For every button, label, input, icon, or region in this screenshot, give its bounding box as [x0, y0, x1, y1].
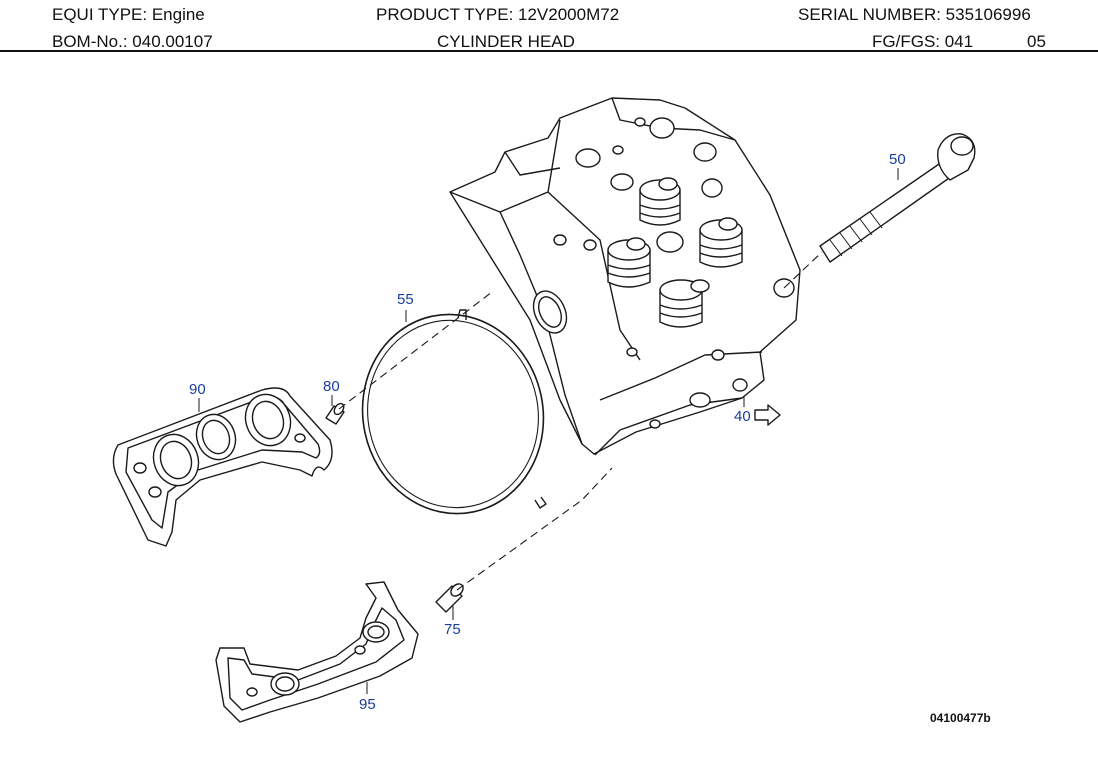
- cover-plate-lower-part: [215, 581, 419, 723]
- bom-number-label: BOM-No.: 040.00107: [52, 32, 213, 51]
- callout-90: 90: [189, 381, 206, 398]
- callout-80: 80: [323, 378, 340, 395]
- fg-page-number: 05: [1027, 32, 1046, 51]
- drawing-code: 04100477b: [930, 711, 991, 725]
- product-type-label: PRODUCT TYPE: 12V2000M72: [376, 5, 620, 24]
- cover-plate-upper-part: [112, 387, 333, 547]
- callout-50: 50: [889, 151, 906, 168]
- page-title: CYLINDER HEAD: [437, 32, 575, 51]
- dowel-pin-lower-part: [435, 583, 464, 613]
- cylinder-head-bolt-part: [819, 133, 976, 263]
- serial-number-label: SERIAL NUMBER: 535106996: [798, 5, 1031, 24]
- callout-40: 40: [734, 408, 751, 425]
- callout-95: 95: [359, 696, 376, 713]
- callout-leaders: [198, 168, 899, 694]
- cylinder-head-part: [449, 97, 801, 456]
- callout-75: 75: [444, 621, 461, 638]
- callout-55: 55: [397, 291, 414, 308]
- header-divider: [0, 50, 1098, 52]
- assembly-centre-lines: [338, 251, 823, 591]
- fg-fgs-label: FG/FGS: 041: [872, 32, 974, 51]
- seal-ring-part: [361, 309, 547, 515]
- equi-type-label: EQUI TYPE: Engine: [52, 5, 205, 24]
- arrow-right-icon: [754, 404, 781, 426]
- dowel-pin-upper-part: [325, 402, 345, 425]
